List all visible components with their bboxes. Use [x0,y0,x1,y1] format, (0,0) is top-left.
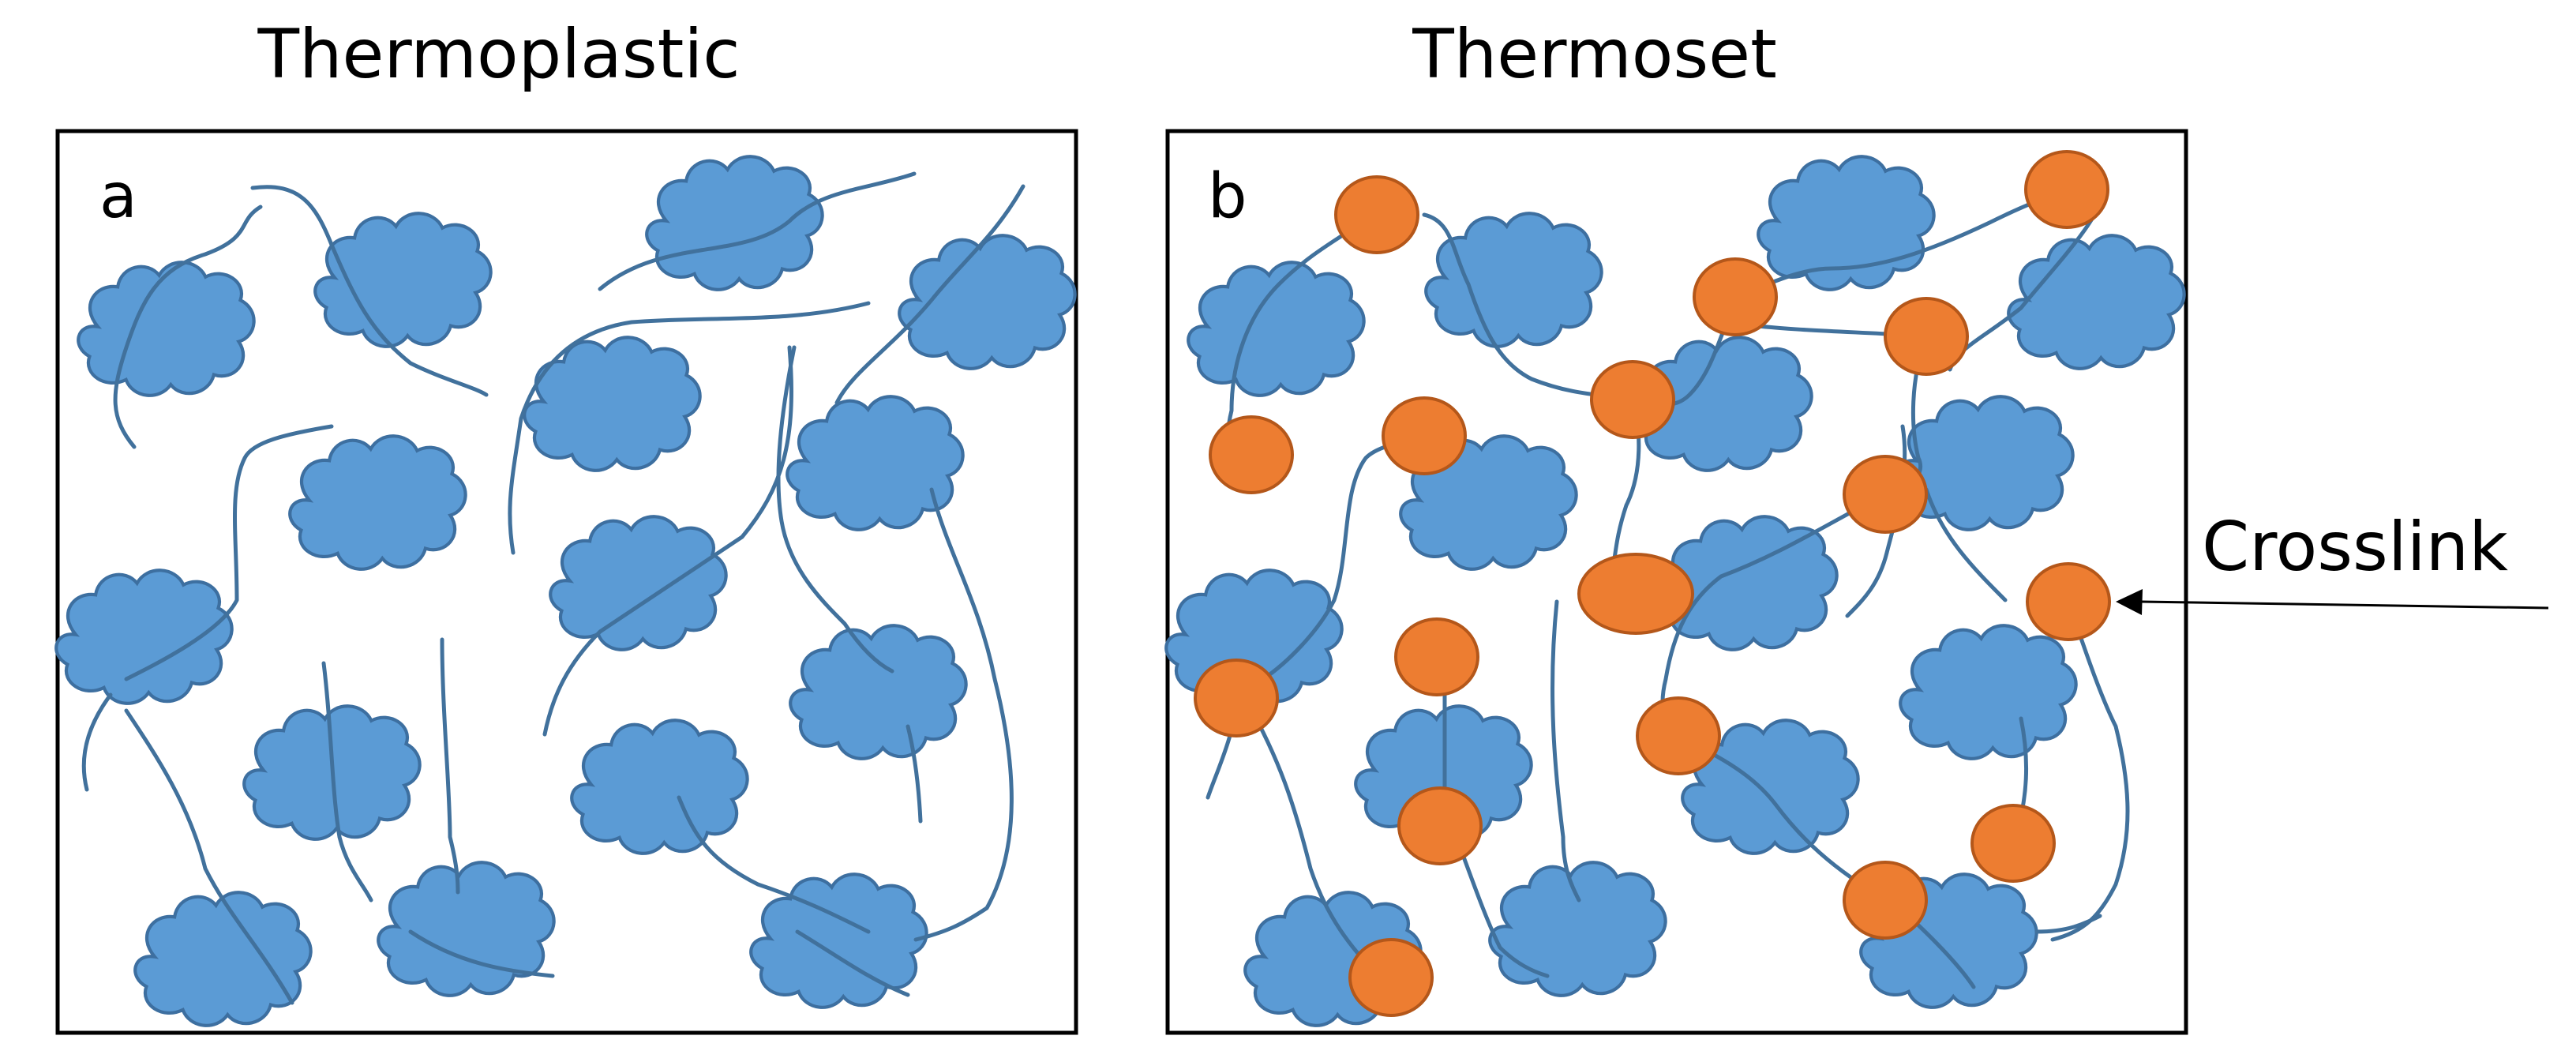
polymer-chain [1733,187,2071,299]
polymer-chain [1261,433,1441,681]
polymer-cluster [790,625,966,759]
crosslink-node [1348,938,1434,1017]
polymer-cluster [751,874,926,1008]
crosslink-node [1590,360,1675,439]
polymer-cluster [1490,862,1665,996]
polymer-chain [124,708,294,1005]
panel-b-frame [1165,129,2188,1035]
polymer-chain [440,637,460,895]
polymer-chain [250,185,489,397]
crosslink-node [1334,175,1419,254]
polymer-chain [1676,734,1889,903]
polymer-chain [508,301,871,555]
crosslink-node [1636,696,1721,775]
crosslink-node [1970,804,2056,883]
panel-b-title: Thermoset [1412,15,1777,94]
polymer-chain [677,795,871,934]
crosslink-label: Crosslink [2202,508,2508,587]
panel-b-thermoset [1166,150,2184,1026]
polymer-cluster [2008,235,2184,369]
polymer-cluster [1900,625,2075,759]
crosslink-node [1693,257,1778,336]
polymer-chain [913,487,1014,942]
polymer-chain [1924,487,2008,602]
panel-a-letter: a [99,161,137,232]
crosslink-arrowhead [2116,589,2143,615]
polymer-chain [542,345,793,737]
polymer-cluster [290,436,465,569]
polymer-chain [1450,825,1550,978]
panel-a-title: Thermoplastic [257,15,740,94]
polymer-chain [81,692,113,792]
panel-b-letter: b [1208,161,1247,232]
polymer-cluster [378,862,553,996]
crosslink-node [1397,786,1483,865]
crosslink-node [1209,415,1294,494]
crosslink-node [1394,617,1479,696]
polymer-cluster [315,213,490,347]
polymer-cluster [647,156,822,290]
polymer-chain [321,661,373,903]
polymer-cluster [572,720,747,854]
polymer-chain [795,929,910,997]
crosslink-node [2026,562,2111,641]
polymer-chain [598,171,917,291]
crosslink-node [1194,659,1279,737]
polymer-cluster [550,516,726,650]
polymer-chain [906,724,923,824]
polymer-cluster [1426,213,1601,347]
crosslink-node [1884,297,1969,376]
polymer-chain [124,424,334,681]
crosslink-node [1577,553,1694,635]
polymer-cluster [135,892,310,1026]
crosslink-node [1843,861,1928,940]
polymer-cluster [899,235,1074,369]
polymer-cluster [1188,262,1363,396]
polymer-chain [834,184,1026,405]
polymer-chain [1245,700,1384,981]
polymer-chain [2050,599,2130,942]
crosslink-node [2024,150,2109,229]
polymer-chain [776,345,894,674]
panel-a-thermoplastic [56,156,1074,1026]
crosslink-arrow-line [2140,600,2549,610]
polymer-cluster [56,570,231,704]
crosslink-node [1843,455,1928,534]
polymer-chain [1422,212,1633,402]
crosslink-node [1382,396,1467,475]
polymer-chain [408,929,555,978]
polymer-cluster [524,337,699,471]
polymer-cluster [78,262,253,396]
panel-a-frame [55,129,1078,1035]
polymer-chain [113,205,263,449]
polymer-chain [1550,599,1581,903]
polymer-chain [2034,914,2102,934]
